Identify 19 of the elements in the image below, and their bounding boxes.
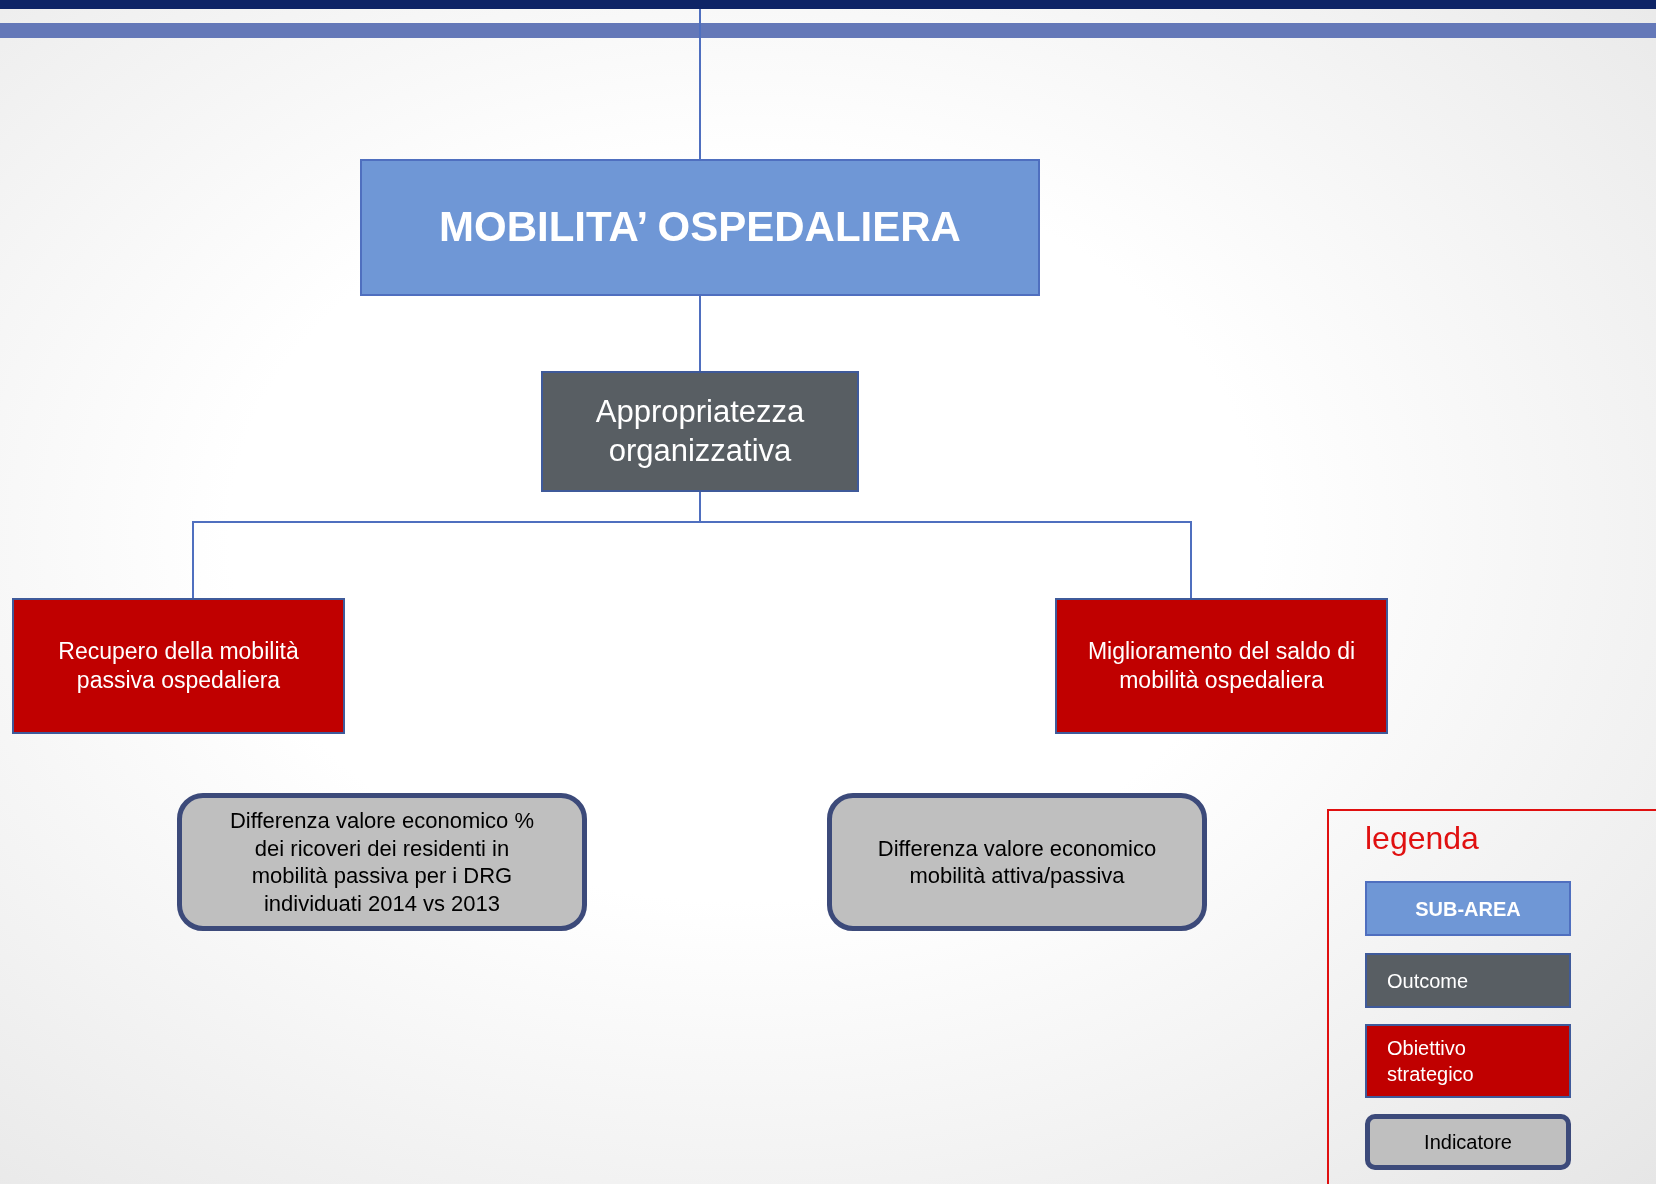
- legend-label: Obiettivo strategico: [1387, 1036, 1475, 1087]
- node-text: Differenza valore economico mobilità attiva/passiva: [876, 834, 1158, 890]
- node-text: Recupero della mobilità passiva ospedaliera: [57, 637, 300, 695]
- subarea-box: [360, 159, 1040, 296]
- node-text: Appropriatezza organizzativa: [594, 392, 806, 470]
- legend-label: Outcome: [1387, 968, 1469, 994]
- node-text: Miglioramento del saldo di mobilità ospedaliera: [1087, 637, 1356, 695]
- connector-line: [699, 295, 701, 372]
- objective-box: [1055, 598, 1388, 734]
- node-text: Differenza valore economico % dei ricoveri dei residenti in mobilità passiva per i DRG individuati 2014 vs 2013: [228, 807, 536, 917]
- legend-label: Indicatore: [1424, 1130, 1512, 1155]
- objective-box: [12, 598, 345, 734]
- legend-title: legenda: [1365, 820, 1479, 857]
- connector-line: [699, 8, 701, 160]
- indicator-box: [177, 793, 587, 931]
- node-text: MOBILITA’ OSPEDALIERA: [439, 202, 961, 253]
- legend-label: SUB-AREA: [1415, 896, 1521, 922]
- indicator-box: [827, 793, 1207, 931]
- outcome-box: [541, 371, 859, 492]
